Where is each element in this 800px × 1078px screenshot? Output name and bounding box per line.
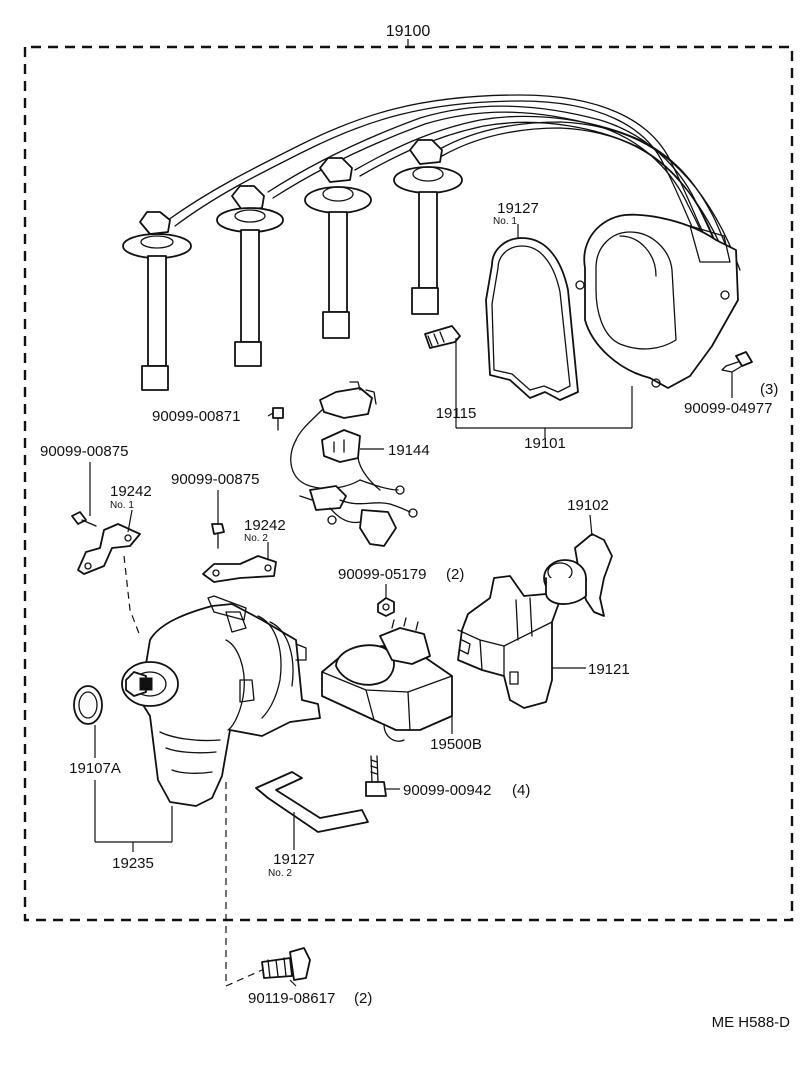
alignment-lines xyxy=(123,555,263,987)
bracket-no2-bolt xyxy=(211,523,225,549)
distributor-housing xyxy=(121,595,321,807)
part-labels: 19127 No. 1 19115 19101 90099-00871 1914… xyxy=(40,200,790,1031)
bracket-no1-bolt xyxy=(71,511,97,527)
label-90099-05179-qty: (2) xyxy=(446,566,464,583)
label-19127-no2-sub: No. 2 xyxy=(268,868,292,879)
label-19127-no1: 19127 xyxy=(497,200,539,217)
housing-bolt xyxy=(261,947,311,981)
leader-lines xyxy=(89,224,733,987)
igniter-coil-assembly xyxy=(321,617,453,742)
label-90099-04977-qty: (3) xyxy=(760,381,778,398)
cap-gasket xyxy=(485,237,579,401)
distributor-cap xyxy=(575,213,739,389)
label-19144: 19144 xyxy=(388,442,430,459)
clamp-no2 xyxy=(255,771,369,833)
label-90099-00942-qty: (4) xyxy=(512,782,530,799)
label-19127-no2: 19127 xyxy=(273,851,315,868)
assembly-label: 19100 xyxy=(386,23,431,40)
label-90099-00871: 90099-00871 xyxy=(152,408,240,425)
label-19101: 19101 xyxy=(524,435,566,452)
cap-bolt xyxy=(721,351,753,373)
label-19121: 19121 xyxy=(588,661,630,678)
label-90099-00875-b: 90099-00875 xyxy=(171,471,259,488)
label-19242-no2: 19242 xyxy=(244,517,286,534)
label-19127-no1-sub: No. 1 xyxy=(493,216,517,227)
dust-cover xyxy=(457,575,561,709)
label-90099-04977: 90099-04977 xyxy=(684,400,772,417)
label-19107a: 19107A xyxy=(69,760,121,777)
coil-bolt xyxy=(365,755,387,797)
label-19115: 19115 xyxy=(436,405,477,422)
diagram-code: ME H588-D xyxy=(712,1014,791,1031)
label-19242-no1-sub: No. 1 xyxy=(110,500,134,511)
label-19242-no2-sub: No. 2 xyxy=(244,533,268,544)
o-ring xyxy=(73,685,103,725)
label-90099-05179: 90099-05179 xyxy=(338,566,426,583)
label-19235: 19235 xyxy=(112,855,154,872)
label-19102: 19102 xyxy=(567,497,609,514)
bracket-no2 xyxy=(202,555,277,583)
label-19500b: 19500B xyxy=(430,736,482,753)
label-90119-08617-qty: (2) xyxy=(354,990,372,1007)
ignition-cable-set xyxy=(122,94,741,391)
label-90119-08617: 90119-08617 xyxy=(248,990,335,1007)
noise-filter-harness xyxy=(290,381,418,547)
label-19242-no1: 19242 xyxy=(110,483,152,500)
rotor xyxy=(543,533,613,617)
label-90099-00875-a: 90099-00875 xyxy=(40,443,128,460)
harness-bolt xyxy=(272,407,284,431)
assembly-frame xyxy=(23,39,794,922)
nut xyxy=(377,597,395,617)
bracket-no1 xyxy=(77,523,141,575)
rotor-spring xyxy=(424,325,461,349)
label-90099-00942: 90099-00942 xyxy=(403,782,491,799)
